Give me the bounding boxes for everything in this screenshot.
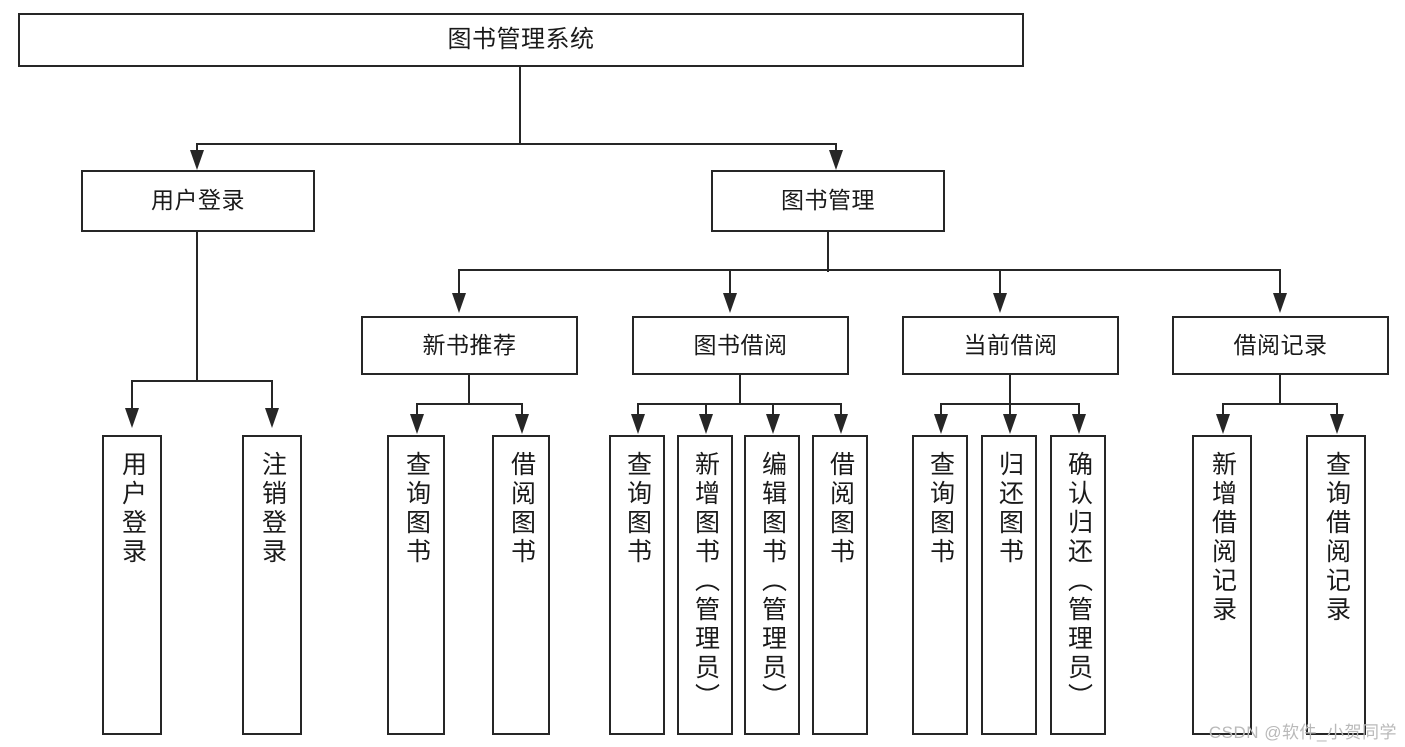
connector-bus-book-borrow-leaves — [637, 403, 841, 406]
arrowhead-leaf-edit-book — [766, 414, 780, 434]
arrowhead-book-borrow — [723, 293, 737, 313]
node-label: 新增借阅记录 — [1208, 451, 1237, 625]
connector-drop-leaf-query-book-3 — [940, 403, 943, 415]
connector-drop-leaf-query-book-1 — [416, 403, 419, 415]
leaf-query-book-borrow[interactable]: 查询图书 — [609, 435, 665, 735]
arrowhead-leaf-query-book-1 — [410, 414, 424, 434]
csdn-watermark: CSDN @软件_小贺同学 — [1208, 723, 1397, 742]
leaf-add-borrow-record[interactable]: 新增借阅记录 — [1192, 435, 1252, 735]
connector-user-login-stem — [196, 232, 199, 382]
arrowhead-user-login — [190, 150, 204, 170]
arrowhead-book-manage — [829, 150, 843, 170]
leaf-edit-book-admin[interactable]: 编辑图书（管理员） — [744, 435, 800, 735]
connector-root-stem — [519, 67, 522, 145]
connector-drop-leaf-borrow-book-1 — [521, 403, 524, 415]
connector-drop-leaf-add-record — [1222, 403, 1225, 415]
node-label: 用户登录 — [151, 187, 245, 214]
arrowhead-leaf-query-record — [1330, 414, 1344, 434]
arrowhead-leaf-add-record — [1216, 414, 1230, 434]
node-label: 图书借阅 — [693, 331, 788, 358]
arrowhead-new-book-rec — [452, 293, 466, 313]
node-label: 查询图书 — [402, 451, 431, 567]
leaf-query-book-current[interactable]: 查询图书 — [912, 435, 968, 735]
leaf-query-book-new-rec[interactable]: 查询图书 — [387, 435, 445, 735]
leaf-user-logout[interactable]: 注销登录 — [242, 435, 302, 735]
connector-book-borrow-stem — [739, 375, 742, 405]
node-book-borrowing[interactable]: 图书借阅 — [632, 316, 849, 375]
node-label: 新书推荐 — [422, 331, 517, 358]
node-label: 查询图书 — [623, 451, 652, 567]
leaf-confirm-return-admin[interactable]: 确认归还（管理员） — [1050, 435, 1106, 735]
arrowhead-leaf-user-logout — [265, 408, 279, 428]
connector-bus-user-login-leaves — [131, 380, 273, 383]
connector-drop-leaf-user-login — [131, 380, 134, 408]
connector-current-borrow-stem — [1009, 375, 1012, 405]
node-label: 借阅记录 — [1233, 331, 1328, 358]
node-label: 新增图书（管理员） — [691, 451, 720, 712]
connector-bus-level2 — [196, 143, 837, 146]
leaf-borrow-book-borrow[interactable]: 借阅图书 — [812, 435, 868, 735]
connector-drop-leaf-add-book — [705, 403, 708, 415]
arrowhead-leaf-query-book-2 — [631, 414, 645, 434]
node-user-login[interactable]: 用户登录 — [81, 170, 315, 232]
arrowhead-leaf-borrow-book-2 — [834, 414, 848, 434]
arrowhead-leaf-add-book — [699, 414, 713, 434]
leaf-user-login[interactable]: 用户登录 — [102, 435, 162, 735]
arrowhead-leaf-return-book — [1003, 414, 1017, 434]
leaf-add-book-admin[interactable]: 新增图书（管理员） — [677, 435, 733, 735]
leaf-query-borrow-record[interactable]: 查询借阅记录 — [1306, 435, 1366, 735]
node-label: 确认归还（管理员） — [1064, 451, 1093, 712]
node-label: 查询图书 — [926, 451, 955, 567]
arrowhead-leaf-query-book-3 — [934, 414, 948, 434]
connector-drop-borrow-record — [1279, 269, 1282, 293]
connector-drop-leaf-query-record — [1336, 403, 1339, 415]
node-book-management[interactable]: 图书管理 — [711, 170, 945, 232]
arrowhead-leaf-borrow-book-1 — [515, 414, 529, 434]
connector-bus-borrow-record-leaves — [1222, 403, 1337, 406]
node-label: 查询借阅记录 — [1322, 451, 1351, 625]
connector-bus-new-book-rec-leaves — [416, 403, 522, 406]
connector-borrow-record-stem — [1279, 375, 1282, 405]
connector-drop-new-book-rec — [458, 269, 461, 293]
connector-drop-leaf-borrow-book-2 — [840, 403, 843, 415]
node-new-book-recommendation[interactable]: 新书推荐 — [361, 316, 578, 375]
node-label: 归还图书 — [995, 451, 1024, 567]
node-borrowing-record[interactable]: 借阅记录 — [1172, 316, 1389, 375]
node-current-borrowing[interactable]: 当前借阅 — [902, 316, 1119, 375]
connector-drop-current-borrow — [999, 269, 1002, 293]
node-label: 注销登录 — [258, 451, 287, 567]
node-label: 图书管理系统 — [447, 25, 595, 53]
node-label: 图书管理 — [781, 187, 875, 214]
connector-drop-leaf-user-logout — [271, 380, 274, 408]
node-label: 借阅图书 — [507, 451, 536, 567]
arrowhead-borrow-record — [1273, 293, 1287, 313]
connector-bus-level3 — [458, 269, 1281, 272]
connector-book-manage-stem — [827, 232, 830, 272]
arrowhead-leaf-confirm-return — [1072, 414, 1086, 434]
connector-new-book-rec-stem — [468, 375, 471, 405]
node-label: 借阅图书 — [826, 451, 855, 567]
node-root-book-management-system[interactable]: 图书管理系统 — [18, 13, 1024, 67]
node-label: 当前借阅 — [963, 331, 1058, 358]
connector-drop-leaf-return-book — [1009, 403, 1012, 415]
arrowhead-current-borrow — [993, 293, 1007, 313]
arrowhead-leaf-user-login — [125, 408, 139, 428]
connector-drop-book-borrow — [729, 269, 732, 293]
connector-drop-leaf-edit-book — [772, 403, 775, 415]
connector-drop-leaf-confirm-return — [1078, 403, 1081, 415]
connector-drop-leaf-query-book-2 — [637, 403, 640, 415]
node-label: 用户登录 — [118, 451, 147, 567]
leaf-return-book[interactable]: 归还图书 — [981, 435, 1037, 735]
node-label: 编辑图书（管理员） — [758, 451, 787, 712]
leaf-borrow-book-new-rec[interactable]: 借阅图书 — [492, 435, 550, 735]
